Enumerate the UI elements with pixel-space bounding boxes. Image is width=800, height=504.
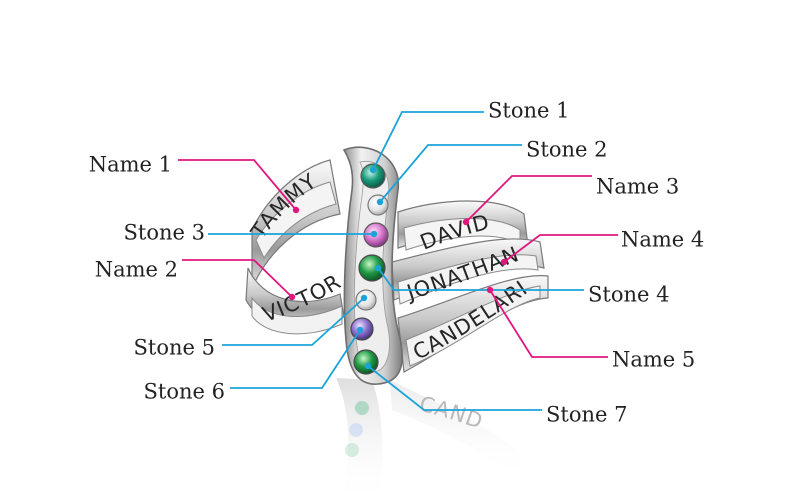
label-stone-1: Stone 1 bbox=[488, 99, 569, 123]
leader-line-stone-6 bbox=[230, 329, 361, 389]
label-name-4: Name 4 bbox=[621, 228, 704, 252]
leader-dot-stone-2 bbox=[376, 198, 384, 206]
callout-name-5: Name 5 bbox=[486, 286, 695, 372]
label-name-1: Name 1 bbox=[89, 153, 172, 177]
leader-dot-name-3 bbox=[462, 218, 470, 226]
leader-dot-stone-4 bbox=[374, 264, 382, 272]
label-stone-5: Stone 5 bbox=[134, 336, 215, 360]
callout-name-2: Name 2 bbox=[95, 258, 296, 301]
leader-dot-stone-3 bbox=[370, 230, 378, 238]
label-name-3: Name 3 bbox=[596, 175, 679, 199]
label-stone-2: Stone 2 bbox=[526, 138, 607, 162]
leader-dot-name-1 bbox=[292, 206, 300, 214]
leader-dot-stone-6 bbox=[356, 326, 364, 334]
leader-line-name-2 bbox=[182, 259, 293, 298]
leader-dot-name-2 bbox=[288, 293, 296, 301]
ring-reflection: CAND bbox=[336, 378, 520, 504]
leader-dot-name-4 bbox=[500, 258, 508, 266]
callout-layer: Stone 1 Stone 2 Stone 3 Stone 4 Stone 5 Stone… bbox=[89, 99, 705, 427]
callout-stone-1: Stone 1 bbox=[369, 99, 569, 174]
gem-stone-4 bbox=[358, 254, 386, 282]
gemstones bbox=[350, 163, 389, 375]
callout-name-4: Name 4 bbox=[500, 228, 704, 266]
leader-line-name-3 bbox=[465, 175, 592, 223]
label-stone-3: Stone 3 bbox=[124, 221, 205, 245]
callout-stone-4: Stone 4 bbox=[374, 264, 669, 307]
leader-line-name-1 bbox=[178, 159, 297, 211]
label-name-2: Name 2 bbox=[95, 258, 178, 282]
leader-line-name-4 bbox=[503, 234, 618, 263]
callout-stone-5: Stone 5 bbox=[134, 294, 368, 360]
leader-line-stone-4 bbox=[377, 267, 584, 291]
callout-name-3: Name 3 bbox=[462, 175, 679, 226]
label-stone-6: Stone 6 bbox=[144, 380, 225, 404]
leader-dot-stone-7 bbox=[364, 362, 372, 370]
leader-line-name-5 bbox=[489, 289, 608, 358]
leader-line-stone-7 bbox=[367, 365, 542, 411]
leader-line-stone-2 bbox=[379, 144, 522, 203]
leader-dot-name-5 bbox=[486, 286, 494, 294]
leader-line-stone-5 bbox=[222, 297, 365, 346]
callout-stone-6: Stone 6 bbox=[144, 326, 364, 404]
gem-stone-1 bbox=[360, 163, 386, 189]
leader-dot-stone-1 bbox=[369, 166, 377, 174]
label-stone-7: Stone 7 bbox=[546, 403, 627, 427]
label-name-5: Name 5 bbox=[612, 348, 695, 372]
leader-dot-stone-5 bbox=[360, 294, 368, 302]
callout-stone-2: Stone 2 bbox=[376, 138, 607, 206]
label-stone-4: Stone 4 bbox=[588, 283, 669, 307]
gem-stone-2 bbox=[367, 194, 389, 216]
callout-name-1: Name 1 bbox=[89, 153, 300, 214]
callout-stone-3: Stone 3 bbox=[124, 221, 378, 245]
callout-stone-7: Stone 7 bbox=[364, 362, 627, 427]
leader-line-stone-1 bbox=[372, 111, 484, 171]
